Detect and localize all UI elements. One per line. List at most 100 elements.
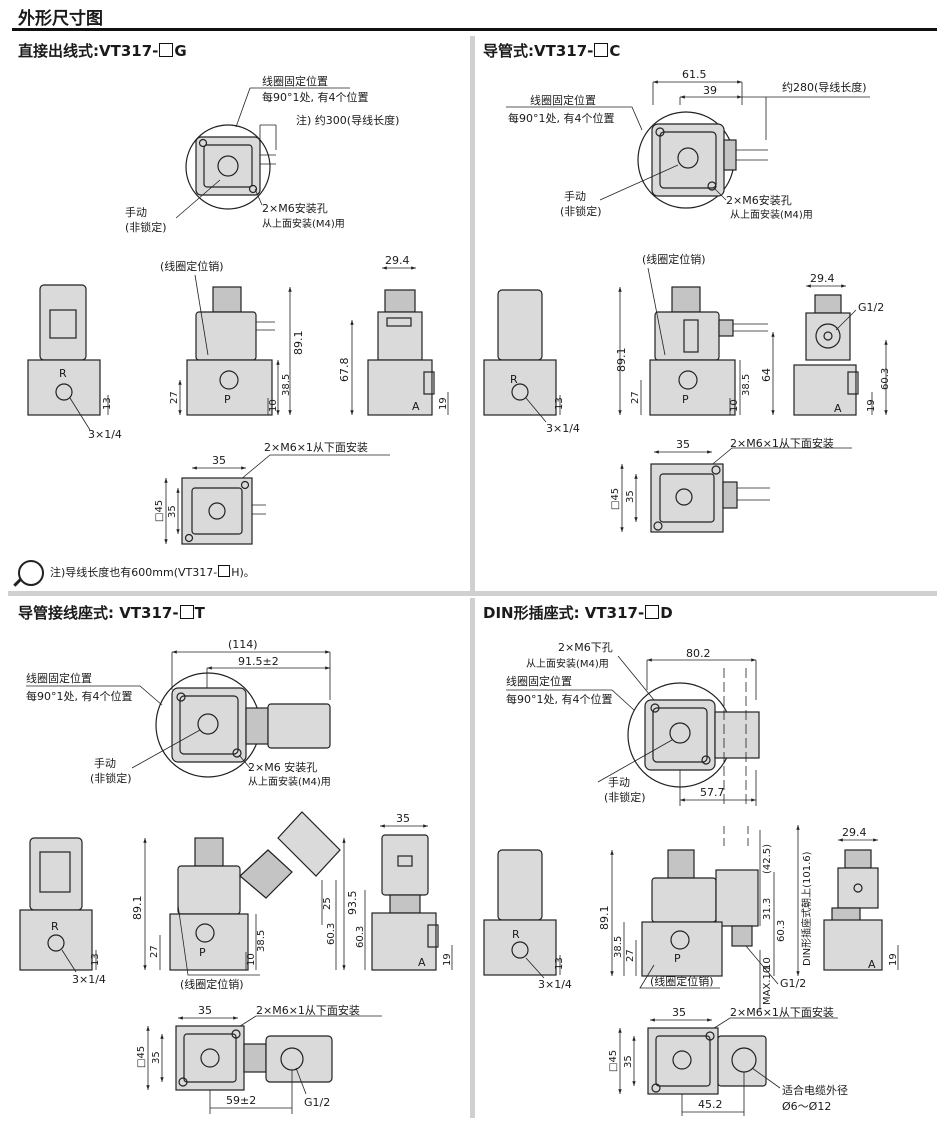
d-dim-sq45: □45	[608, 1050, 619, 1072]
d-front-tube	[667, 849, 695, 879]
c-port-leader	[525, 397, 547, 423]
g-right-coil	[377, 311, 423, 361]
c-mount-hole	[711, 465, 721, 475]
d-dim-80-2: 80.2	[686, 647, 711, 660]
panel-title-d-text: DIN形插座式: VT317-	[483, 604, 645, 622]
t-top-coil-body	[171, 687, 247, 763]
g-port-label: 3×1/4	[88, 428, 122, 441]
d-dim-19: 19	[888, 953, 899, 966]
t-g-port: G1/2	[304, 1096, 330, 1109]
t-dim-19: 19	[442, 953, 453, 966]
t-pos-leader	[26, 685, 163, 706]
g-front-body	[186, 359, 273, 416]
t-front-body	[169, 913, 249, 971]
g-right-tube	[384, 289, 416, 313]
t-left-port-r	[47, 934, 65, 952]
g-top-coil-body	[195, 136, 261, 196]
d-ext-lines	[646, 660, 757, 700]
d-right-body	[823, 919, 883, 971]
c-top-coil-face	[659, 131, 717, 189]
d-dim-35w: 35	[672, 1006, 686, 1019]
t-left-coil	[29, 837, 83, 911]
g-bottom-body	[181, 477, 253, 545]
c-dim-35h: 35	[625, 490, 636, 503]
t-port-leader	[61, 949, 77, 973]
g-top-coil-face	[203, 144, 253, 188]
d-pin-leader	[639, 964, 720, 989]
panel-title-g: 直接出线式:VT317-G	[18, 40, 187, 61]
title-rule	[12, 28, 937, 31]
d-manual-leader	[597, 739, 673, 783]
d-mount-hole	[705, 1031, 715, 1041]
d-cable-sub: Ø6～Ø12	[782, 1100, 831, 1113]
c-pin-label: (线圈定位销)	[642, 252, 706, 266]
g-mount-hole	[248, 184, 258, 194]
footnote: 注)导线长度也有600mm(VT317-H)。	[18, 560, 255, 586]
panel-title-d-suffix: D	[660, 604, 673, 622]
t-mount-hole	[178, 1077, 188, 1087]
horizontal-divider	[8, 591, 937, 596]
d-pin-label: (线圈定位销)	[650, 974, 714, 988]
d-dim-45-2: 45.2	[698, 1098, 723, 1111]
g-front-tube	[212, 286, 242, 313]
c-mount-hole	[707, 181, 717, 191]
t-dim-59-line	[209, 1070, 293, 1114]
g-label-p: P	[224, 393, 231, 406]
g-dim-27: 27	[169, 391, 180, 404]
d-dim-10: 10	[762, 957, 773, 970]
d-front-port-p	[670, 930, 690, 950]
g-right-port-a	[423, 371, 435, 395]
d-right-coil	[837, 867, 879, 909]
t-ext-lines	[171, 652, 331, 700]
g-dim-38-5: 38.5	[281, 374, 292, 396]
t-dim-59: 59±2	[226, 1094, 256, 1107]
d-bottom-din	[717, 1035, 767, 1087]
g-mount-sub: 从上面安装(M4)用	[262, 217, 345, 230]
c-dim-38-5: 38.5	[741, 374, 752, 396]
c-right-conduit-core	[823, 331, 833, 341]
t-dim-89-1: 89.1	[131, 896, 144, 921]
vertical-divider-bottom	[470, 598, 475, 1118]
panel-t-drawings: (114) 91.5±2 线圈固定位置 每90°1处, 有4个位置 手动 (非锁…	[19, 638, 453, 1114]
t-pin-label: (线圈定位销)	[180, 977, 244, 991]
g-top-rotation-circle	[185, 124, 271, 210]
t-mount-label: 2×M6 安装孔	[248, 760, 317, 774]
t-top-coil-face	[179, 695, 239, 755]
d-dim-29-4: 29.4	[842, 826, 867, 839]
d-port-label: 3×1/4	[538, 978, 572, 991]
c-manual-sub: (非锁定)	[560, 204, 602, 218]
t-label-p: P	[199, 946, 206, 959]
d-top-coil-face	[652, 707, 708, 763]
g-dim-29-4: 29.4	[385, 254, 410, 267]
t-dim-38-5: 38.5	[256, 930, 267, 952]
g-dim-sq45: □45	[154, 500, 165, 522]
c-bottom-face	[659, 473, 715, 523]
g-top-lead-wires	[260, 154, 276, 165]
t-dim-91-5: 91.5±2	[238, 655, 279, 668]
d-bottom-mount-leader	[707, 1017, 838, 1033]
t-terminal-box	[267, 703, 331, 749]
d-dim-42-5: (42.5)	[762, 844, 773, 874]
c-dim-39: 39	[703, 84, 717, 97]
c-bottom-mount-leader	[707, 447, 852, 469]
c-dim-13: 13	[554, 397, 565, 410]
c-mount-label: 2×M6安装孔	[726, 193, 792, 207]
panel-c-drawings: 61.5 39 约280(导线长度) 线圈固定位置 每90°1处, 有4个位置 …	[483, 68, 891, 533]
t-dim-10: 10	[246, 953, 257, 966]
c-bottom-port	[675, 488, 693, 506]
d-manual-label: 手动	[608, 775, 630, 789]
c-g-port: G1/2	[858, 301, 884, 314]
c-pos-leader	[506, 106, 643, 131]
c-dim-35w: 35	[676, 438, 690, 451]
c-left-port-r	[511, 383, 529, 401]
t-front-terminal-box	[277, 811, 341, 877]
g-mount-hole	[184, 533, 194, 543]
d-front-coil	[651, 877, 717, 923]
t-right-terminal-port	[397, 855, 413, 867]
c-right-conduit-port	[815, 323, 841, 349]
g-port-leader	[69, 397, 91, 431]
g-pin-leader	[194, 274, 209, 356]
d-dim-38-5: 38.5	[613, 936, 624, 958]
t-bottom-port	[200, 1048, 220, 1068]
t-mount-hole	[232, 748, 242, 758]
